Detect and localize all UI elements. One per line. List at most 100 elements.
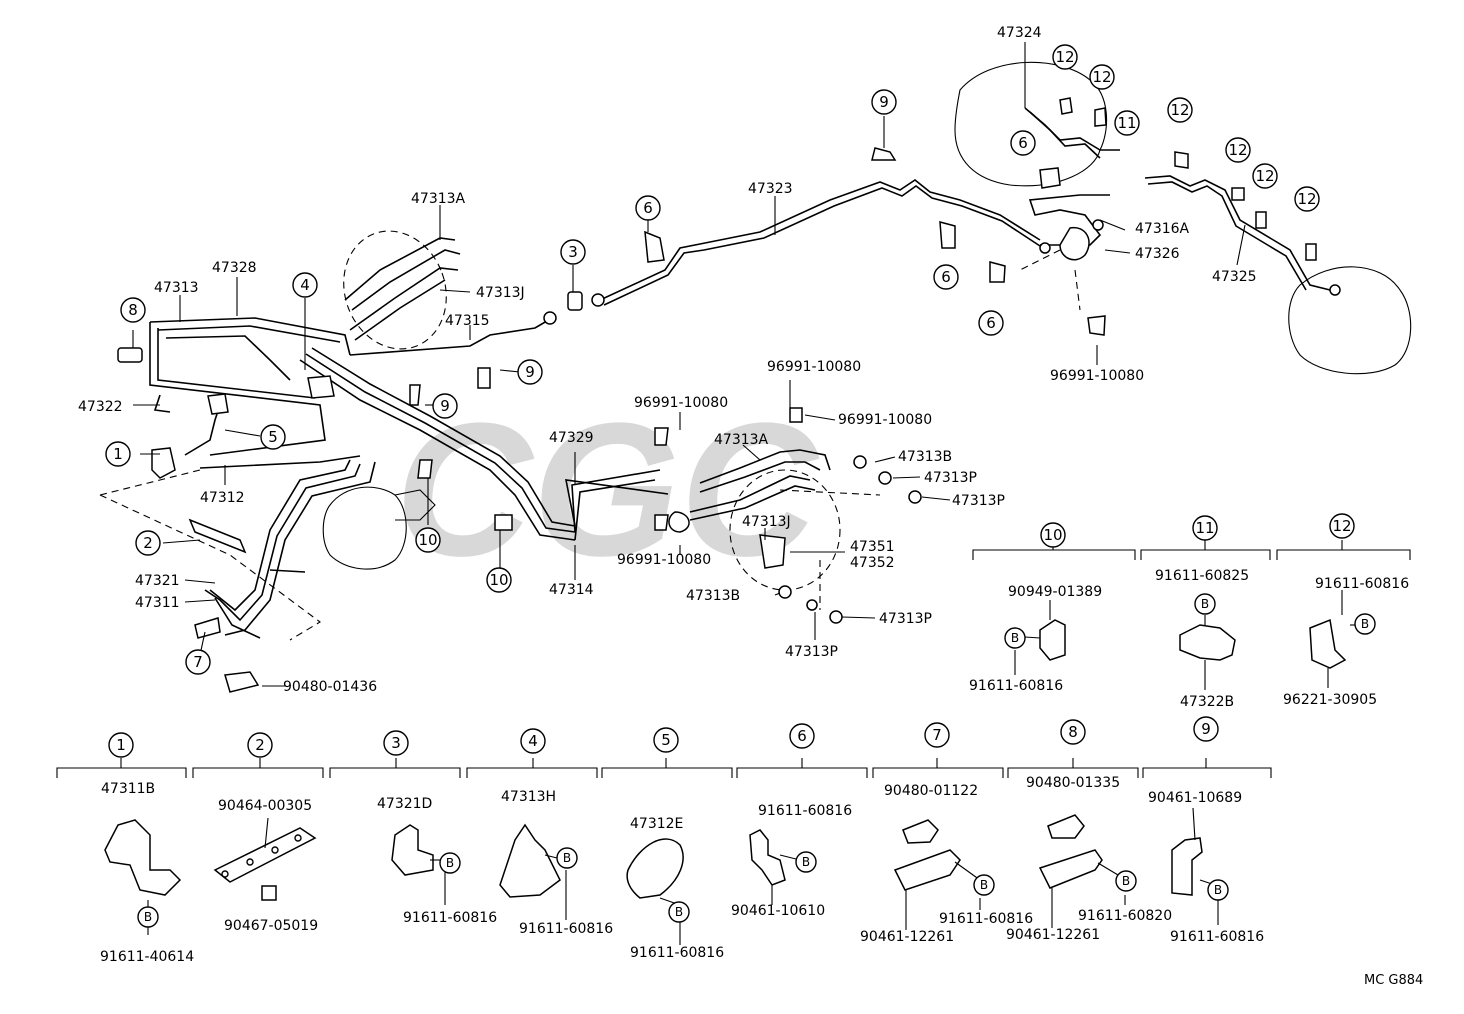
detail-group-12-number: 12 [1329, 513, 1355, 539]
svg-text:12: 12 [1092, 68, 1111, 86]
svg-text:B: B [1214, 883, 1222, 897]
detail-labels: 47311B 91611-40614 90464-00305 90467-050… [100, 568, 1409, 965]
svg-text:B: B [563, 851, 571, 865]
detail-group-9-number: 9 [1193, 716, 1219, 742]
detail-group-5-number: 5 [653, 727, 679, 753]
detail-group-4-number: 4 [520, 728, 546, 754]
part-label: 47328 [212, 260, 257, 276]
detail-group-2-number: 2 [247, 732, 273, 758]
svg-text:12: 12 [1297, 190, 1316, 208]
callout-8: 8 [120, 297, 146, 323]
svg-text:10: 10 [489, 571, 508, 589]
svg-text:10: 10 [418, 531, 437, 549]
callout-6: 6 [978, 310, 1004, 336]
svg-text:12: 12 [1255, 167, 1274, 185]
svg-text:11: 11 [1195, 519, 1214, 537]
part-label: 90480-01436 [283, 679, 377, 695]
detail-label: 47322B [1180, 694, 1234, 710]
detail-brackets [56, 540, 1411, 778]
detail-label: 47313H [501, 789, 556, 805]
detail-label: 90467-05019 [224, 918, 318, 934]
part-label: 47351 [850, 539, 895, 555]
part-label: 47313 [154, 280, 199, 296]
callout-3: 3 [560, 239, 586, 265]
svg-text:9: 9 [879, 93, 889, 111]
bolt-marker: B [1004, 627, 1026, 649]
detail-label: 91611-60816 [939, 911, 1033, 927]
tube-linework [149, 107, 1331, 639]
detail-label: 91611-60820 [1078, 908, 1172, 924]
svg-text:6: 6 [1018, 134, 1028, 152]
part-label: 47314 [549, 582, 594, 598]
svg-text:B: B [802, 855, 810, 869]
detail-label: 90461-10610 [731, 903, 825, 919]
svg-text:6: 6 [986, 314, 996, 332]
svg-text:6: 6 [797, 727, 807, 745]
bolt-markers: B B B B B B B B B B B [137, 593, 1376, 928]
svg-text:4: 4 [528, 732, 538, 750]
svg-text:B: B [1361, 617, 1369, 631]
detail-label: 91611-60816 [403, 910, 497, 926]
part-label: 47312 [200, 490, 245, 506]
svg-text:11: 11 [1117, 114, 1136, 132]
bolt-marker: B [137, 906, 159, 928]
part-label: 47313P [879, 611, 932, 627]
detail-group-3-number: 3 [383, 730, 409, 756]
svg-text:6: 6 [643, 199, 653, 217]
callout-10: 10 [486, 567, 512, 593]
detail-drawings [104, 590, 1360, 945]
svg-text:5: 5 [661, 731, 671, 749]
part-label: 47313P [785, 644, 838, 660]
detail-label: 91611-60816 [969, 678, 1063, 694]
detail-label: 91611-60825 [1155, 568, 1249, 584]
bolt-marker: B [795, 851, 817, 873]
detail-group-numbers: 1 2 3 4 5 6 7 8 9 10 11 12 [108, 513, 1355, 758]
reference-code: MC G884 [1364, 973, 1423, 988]
part-labels: 47313A 47328 47313 47313J 47315 47322 47… [78, 25, 1257, 695]
svg-text:B: B [1122, 874, 1130, 888]
part-label: 47324 [997, 25, 1042, 41]
svg-text:B: B [1201, 597, 1209, 611]
svg-text:4: 4 [300, 276, 310, 294]
callout-6: 6 [635, 195, 661, 221]
callout-7: 7 [185, 649, 211, 675]
svg-text:B: B [144, 910, 152, 924]
svg-text:12: 12 [1055, 48, 1074, 66]
detail-label: 90461-10689 [1148, 790, 1242, 806]
part-label: 47313P [924, 470, 977, 486]
detail-group-8-number: 8 [1060, 719, 1086, 745]
svg-text:12: 12 [1170, 101, 1189, 119]
callout-12: 12 [1167, 97, 1193, 123]
part-label: 47313B [686, 588, 740, 604]
svg-text:3: 3 [391, 734, 401, 752]
svg-text:9: 9 [1201, 720, 1211, 738]
callout-4: 4 [292, 272, 318, 298]
part-label: 47313A [411, 191, 466, 207]
part-label: 96991-10080 [617, 552, 711, 568]
detail-group-7-number: 7 [924, 722, 950, 748]
detail-label: 47312E [630, 816, 683, 832]
callout-12: 12 [1225, 137, 1251, 163]
svg-text:12: 12 [1332, 517, 1351, 535]
bolt-marker: B [439, 852, 461, 874]
part-label: 47313P [952, 493, 1005, 509]
detail-label: 90461-12261 [860, 929, 954, 945]
svg-text:1: 1 [116, 736, 126, 754]
bolt-marker: B [1194, 593, 1216, 615]
part-label: 47311 [135, 595, 180, 611]
svg-text:5: 5 [268, 428, 278, 446]
detail-label: 47311B [101, 781, 155, 797]
svg-text:B: B [1011, 631, 1019, 645]
svg-text:9: 9 [440, 397, 450, 415]
detail-label: 91611-60816 [758, 803, 852, 819]
svg-text:3: 3 [568, 243, 578, 261]
callout-2: 2 [135, 530, 161, 556]
detail-label: 90464-00305 [218, 798, 312, 814]
detail-label: 47321D [377, 796, 432, 812]
detail-label: 90949-01389 [1008, 584, 1102, 600]
detail-label: 90480-01335 [1026, 775, 1120, 791]
svg-text:10: 10 [1043, 526, 1062, 544]
watermark: CGC [395, 384, 820, 596]
part-label: 47321 [135, 573, 180, 589]
